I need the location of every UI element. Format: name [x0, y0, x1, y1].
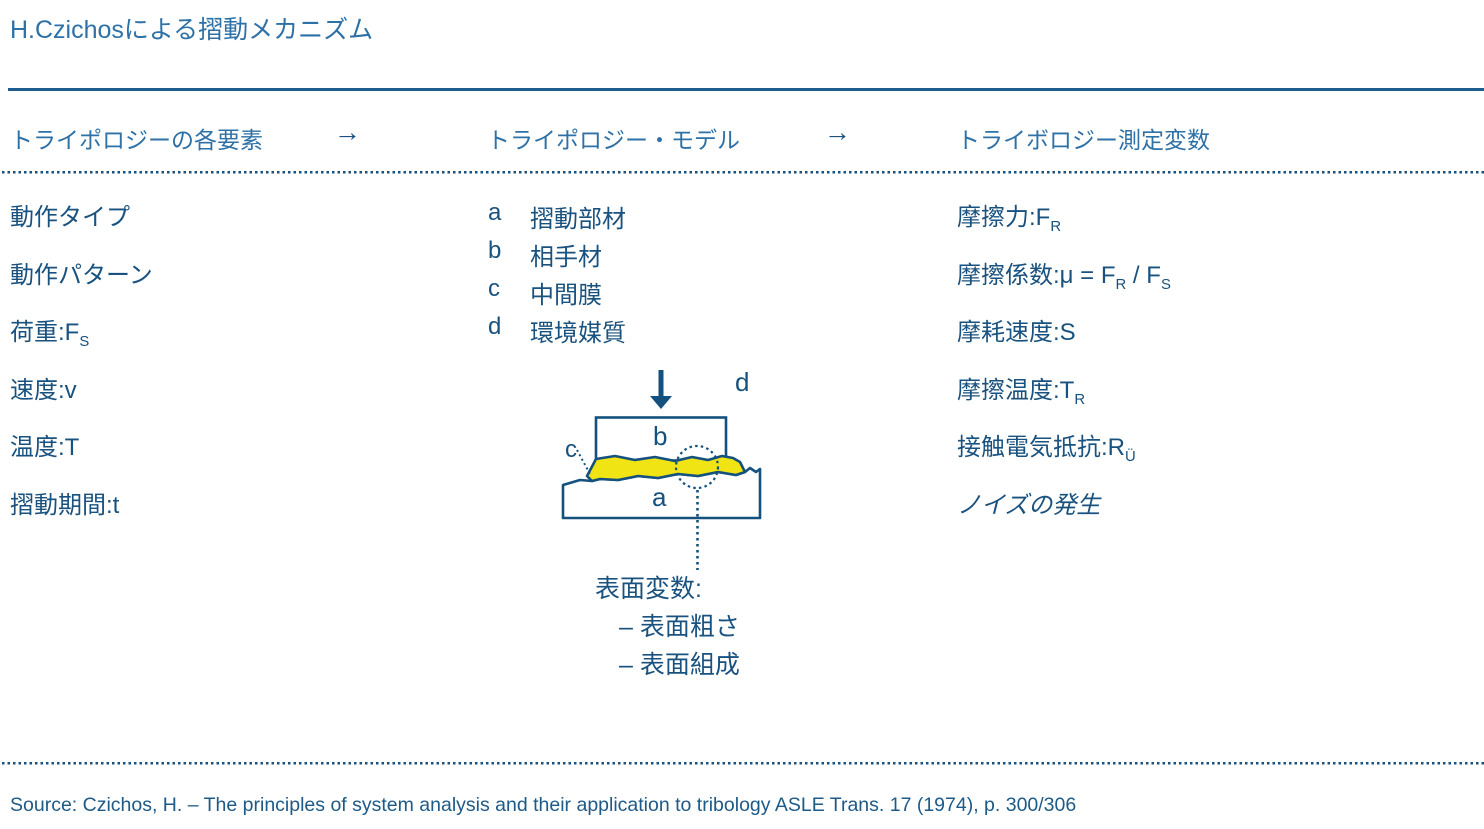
- list-item: 接触電気抵抗:RÜ: [957, 434, 1136, 465]
- film-shape: [585, 454, 747, 483]
- legend-item: b 相手材: [488, 237, 626, 275]
- load-arrow-head-icon: [650, 396, 672, 409]
- flow-arrow-icon: →: [824, 117, 851, 147]
- surface-variable-item: – 表面粗さ: [619, 613, 740, 641]
- list-item: 動作タイプ: [10, 204, 130, 231]
- legend-label: 中間膜: [530, 282, 602, 309]
- list-item: 摩擦係数:μ = FR / FS: [957, 261, 1171, 293]
- list-item: 速度:v: [10, 376, 77, 404]
- diagram-label-d: d: [735, 367, 750, 397]
- flow-arrow-icon: →: [334, 117, 361, 147]
- upper-block-shape: [594, 416, 728, 462]
- list-item: 温度:T: [10, 434, 80, 461]
- legend-label: 相手材: [530, 244, 602, 271]
- source-citation: Source: Czichos, H. – The principles of …: [10, 794, 1077, 816]
- list-item: 摺動期間:t: [10, 491, 120, 519]
- diagram-label-a: a: [652, 482, 667, 512]
- list-item: 荷重:FS: [10, 319, 90, 350]
- surface-variables-caption: 表面変数:: [595, 575, 702, 603]
- diagram-label-b: b: [653, 421, 668, 451]
- legend-key: b: [488, 237, 502, 264]
- diagram-label-c: c: [565, 436, 577, 463]
- legend-label: 摺動部材: [530, 206, 626, 233]
- legend-item: d 環境媒質: [488, 313, 626, 351]
- legend-item: c 中間膜: [488, 275, 626, 313]
- legend-key: d: [488, 313, 502, 340]
- elements-list: 動作タイプ 動作パターン 荷重:FS 速度:v 温度:T 摺動期間:t: [10, 197, 153, 542]
- legend-key: c: [488, 275, 500, 302]
- legend-label: 環境媒質: [530, 320, 626, 347]
- list-item: ノイズの発生: [957, 491, 1101, 519]
- list-item: 摩擦温度:TR: [957, 376, 1086, 408]
- column-header-measured: トライボロジー測定変数: [957, 127, 1210, 153]
- column-header-model: トライポロジー・モデル: [487, 127, 740, 153]
- contact-zone-circle: [674, 444, 720, 490]
- list-item: 摩耗速度:S: [957, 319, 1076, 346]
- header-divider: [2, 171, 1484, 174]
- tribology-model-diagram: [561, 370, 762, 570]
- surface-variables: 表面変数: – 表面粗さ – 表面組成: [595, 570, 740, 684]
- legend-item: a 摺動部材: [488, 199, 626, 237]
- list-item: 摩擦力:FR: [957, 204, 1062, 235]
- title-divider: [8, 88, 1484, 91]
- measured-list: 摩擦力:FR 摩擦係数:μ = FR / FS 摩耗速度:S 摩擦温度:TR 接…: [957, 197, 1171, 542]
- legend-key: a: [488, 199, 502, 226]
- film-leader-line: [576, 449, 591, 475]
- page-title: H.Czichosによる摺動メカニズム: [10, 16, 374, 44]
- column-header-elements: トライポロジーの各要素: [10, 127, 263, 153]
- surface-variable-item: – 表面組成: [619, 651, 740, 679]
- footer-divider: [2, 762, 1484, 765]
- model-legend: a 摺動部材 b 相手材 c 中間膜 d 環境媒質: [488, 199, 626, 351]
- list-item: 動作パターン: [10, 261, 153, 289]
